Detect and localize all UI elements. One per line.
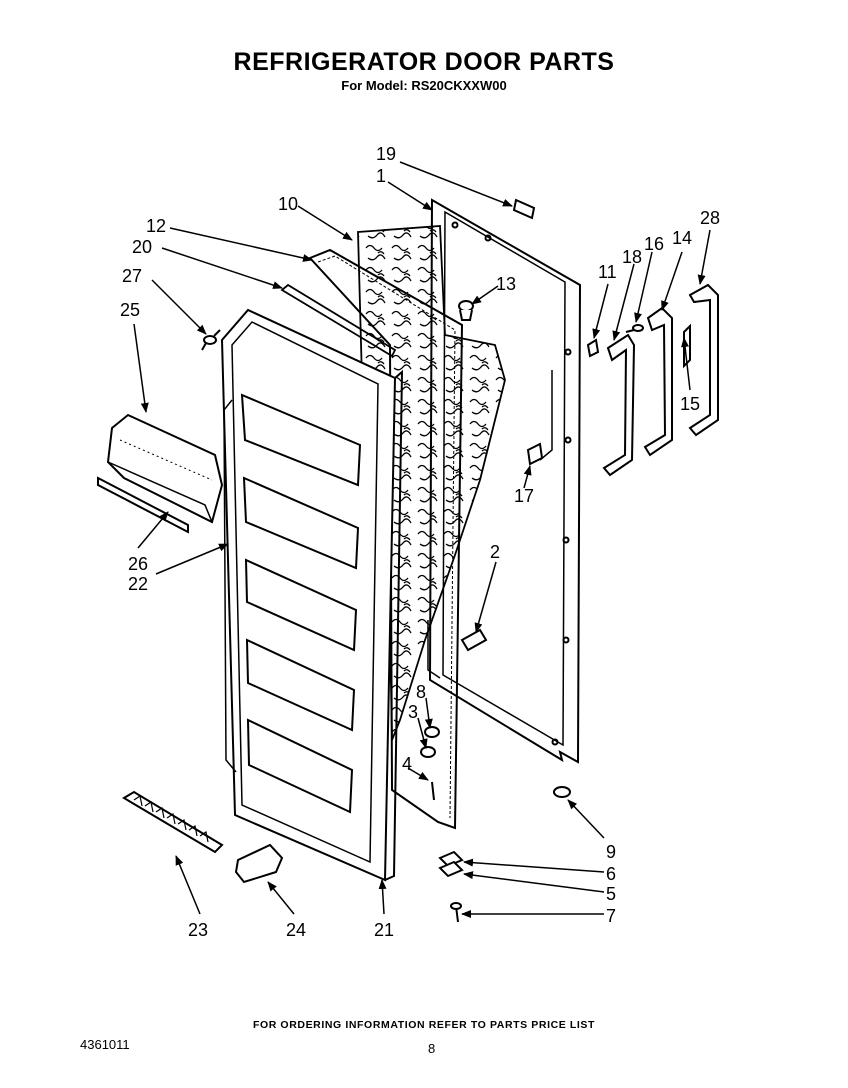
hinge-2	[460, 628, 488, 652]
hinge-pin-13	[458, 300, 474, 321]
leader-lines	[133, 161, 711, 918]
callout-5: 5	[606, 884, 616, 904]
page-number: 8	[428, 1041, 436, 1056]
callout-10: 10	[278, 194, 298, 214]
callout-2: 2	[490, 542, 500, 562]
model-subtitle: For Model: RS20CKXXW00	[341, 78, 507, 93]
callout-15: 15	[680, 394, 700, 414]
callout-12: 12	[146, 216, 166, 236]
callout-17: 17	[514, 486, 534, 506]
callout-19: 19	[376, 144, 396, 164]
door-shelf-bin	[106, 413, 224, 524]
callout-16: 16	[644, 234, 664, 254]
callout-22: 22	[128, 574, 148, 594]
callout-8: 8	[416, 682, 426, 702]
callout-14: 14	[672, 228, 692, 248]
callout-numbers: 19 1 10 12 20 27 25 13 11 18 16 14 28 15…	[120, 144, 720, 940]
nameplate-19	[512, 198, 536, 220]
callout-9: 9	[606, 842, 616, 862]
callout-23: 23	[188, 920, 208, 940]
callout-28: 28	[700, 208, 720, 228]
callout-24: 24	[286, 920, 306, 940]
bottom-hinge-parts	[438, 786, 571, 923]
door-handle-assembly	[586, 306, 673, 477]
callout-20: 20	[132, 237, 152, 257]
document-number: 4361011	[80, 1037, 130, 1052]
callout-7: 7	[606, 906, 616, 926]
callout-6: 6	[606, 864, 616, 884]
bin-trim	[97, 476, 189, 534]
screw-27	[201, 329, 221, 351]
callout-18: 18	[622, 247, 642, 267]
callout-3: 3	[408, 702, 418, 722]
handle-cover-15	[683, 323, 691, 369]
callout-26: 26	[128, 554, 148, 574]
door-stop-17	[526, 442, 544, 466]
grille-23	[122, 790, 224, 854]
callout-27: 27	[122, 266, 142, 286]
toe-cover-24	[234, 843, 284, 884]
callout-21: 21	[374, 920, 394, 940]
page-title: REFRIGERATOR DOOR PARTS	[233, 48, 615, 76]
breaker-strip	[280, 283, 397, 358]
callout-11: 11	[598, 262, 617, 282]
callout-13: 13	[496, 274, 516, 294]
callout-4: 4	[402, 754, 412, 774]
callout-25: 25	[120, 300, 140, 320]
handle-trim-28	[688, 283, 719, 437]
callout-1: 1	[376, 166, 386, 186]
ordering-note: FOR ORDERING INFORMATION REFER TO PARTS …	[252, 1019, 596, 1031]
inner-door-liner	[220, 308, 404, 882]
